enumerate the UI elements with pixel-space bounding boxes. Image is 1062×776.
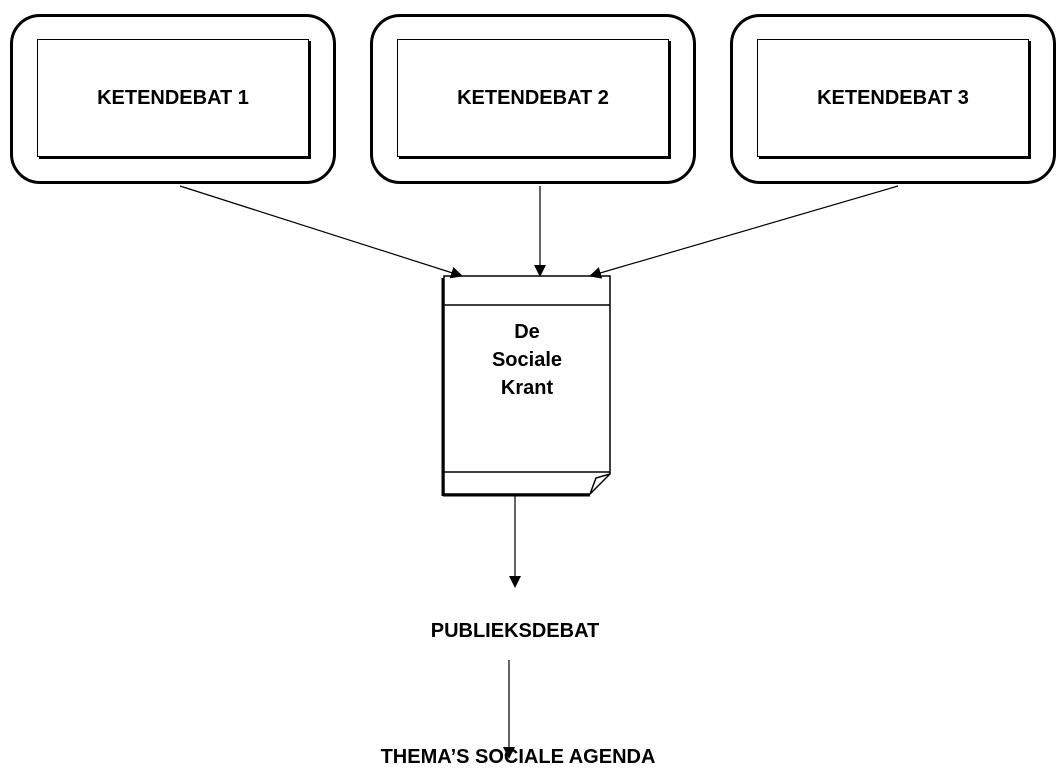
ketendebat-1-label: KETENDEBAT 1 [97,86,249,109]
ketendebat-3-label: KETENDEBAT 3 [817,86,969,109]
newspaper-label-line-2: Sociale [491,349,563,371]
newspaper-label: De Sociale Krant [444,318,610,402]
ketendebat-1-inner: KETENDEBAT 1 [37,39,309,157]
ketendebat-3-box: KETENDEBAT 3 [730,14,1056,184]
ketendebat-2-label: KETENDEBAT 2 [457,86,609,109]
newspaper-document [441,275,611,497]
agenda-label: THEMA’S SOCIALE AGENDA [380,746,656,768]
arrow-ketendebat3-to-krant [589,185,899,279]
publieksdebat-label: PUBLIEKSDEBAT [430,620,600,642]
ketendebat-1-box: KETENDEBAT 1 [10,14,336,184]
newspaper-label-line-1: De [514,321,540,343]
ketendebat-2-inner: KETENDEBAT 2 [397,39,669,157]
newspaper-label-line-3: Krant [500,377,554,399]
newspaper-folded-corner [589,473,611,495]
ketendebat-3-inner: KETENDEBAT 3 [757,39,1029,157]
arrow-ketendebat1-to-krant [179,185,463,279]
ketendebat-2-box: KETENDEBAT 2 [370,14,696,184]
